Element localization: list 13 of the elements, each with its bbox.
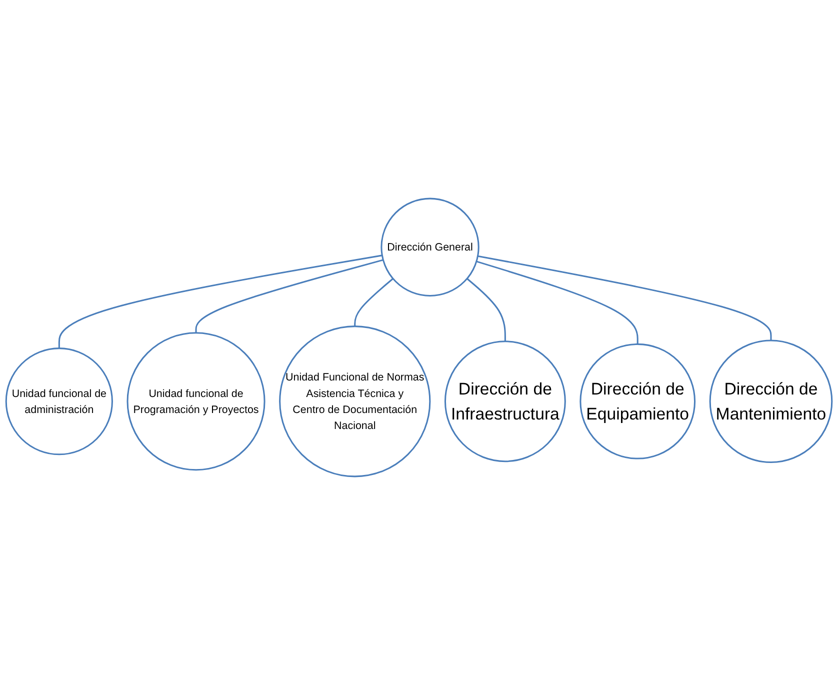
- connector: [58, 254, 382, 348]
- node-circle: Dirección de Equipamiento: [580, 343, 696, 460]
- connector: [478, 255, 772, 340]
- node-circle: Dirección de Mantenimiento: [709, 340, 833, 464]
- node-circle: Dirección de Infraestructura: [444, 340, 566, 462]
- connector: [354, 278, 394, 326]
- node-circle: Dirección General: [380, 198, 480, 296]
- node-circle: Unidad funcional de administración: [5, 348, 113, 456]
- connector: [195, 259, 384, 333]
- node-circle: Unidad Funcional de Normas Asistencia Técnica y Centro de Documentación Nacional: [279, 326, 431, 478]
- node-circle: Unidad funcional de Programación y Proyectos: [126, 332, 266, 471]
- connector: [476, 260, 638, 344]
- connector: [466, 278, 506, 342]
